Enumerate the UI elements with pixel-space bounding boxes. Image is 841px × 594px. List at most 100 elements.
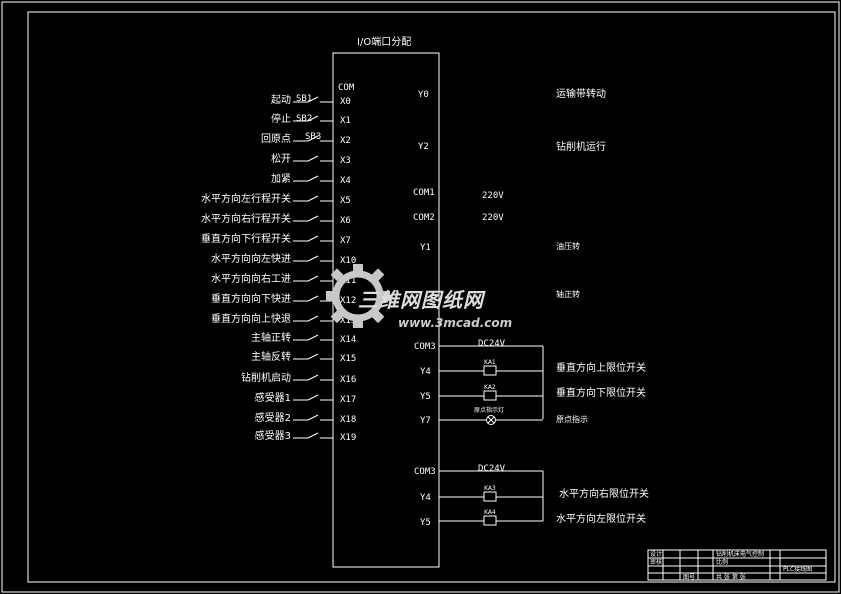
title-block-cell-sheet: 共 张 第 张 [716, 574, 746, 581]
input-label: 主轴反转 [251, 352, 291, 363]
input-wire [307, 215, 319, 222]
watermark-brand: 三维网图纸网 [358, 288, 484, 312]
relay-ka2: KA2 [484, 384, 496, 391]
input-wire [307, 235, 319, 242]
input-code: X5 [340, 196, 351, 206]
input-label: 垂直方向下行程开关 [201, 234, 291, 245]
input-wire [307, 334, 319, 341]
relay-ka4: KA4 [484, 509, 496, 516]
title-block-drawing-name: PLC接线图 [783, 566, 813, 573]
input-label: 水平方向向左快进 [211, 254, 291, 265]
input-label: 停止 [271, 114, 291, 125]
input-label: 感受器2 [254, 413, 291, 424]
title-block-cell-design: 设计 [650, 551, 663, 558]
output-label-origin: 原点指示 [556, 415, 588, 424]
output-com4: COM3 [414, 467, 436, 477]
output-y7-mid: Y7 [420, 416, 431, 426]
plc-com-label: COM [338, 83, 355, 93]
input-wire [307, 255, 319, 262]
input-label: 垂直方向向下快进 [211, 294, 291, 305]
input-code: X6 [340, 216, 351, 226]
output-y5-mid: Y5 [420, 392, 431, 402]
input-wire [307, 96, 319, 103]
input-code: X11 [340, 276, 357, 286]
dc24v-label-2: DC24V [478, 464, 506, 474]
input-code: X14 [340, 335, 357, 345]
title-block-cell-review: 审核 [650, 559, 663, 566]
output-label-v-up: 垂直方向上限位开关 [556, 363, 646, 374]
page-title: I/O端口分配 [357, 37, 412, 48]
input-label: 感受器3 [254, 431, 291, 442]
input-wire [307, 175, 319, 182]
input-code: X7 [340, 236, 351, 246]
input-wire [307, 353, 319, 360]
input-wire [307, 374, 319, 381]
output-small-1: 油压转 [556, 242, 580, 251]
input-code: X1 [340, 116, 351, 126]
input-code: X10 [340, 256, 357, 266]
output-com1: COM1 [413, 188, 435, 198]
output-label-h-right: 水平方向右限位开关 [559, 489, 649, 500]
output-y4-mid: Y4 [420, 367, 431, 377]
title-block-cell-number: 图号 [683, 574, 696, 581]
input-wire [307, 155, 319, 162]
input-label: 起动 [271, 95, 291, 106]
input-label: 主轴正转 [251, 333, 291, 344]
output-label-h-left: 水平方向左限位开关 [556, 514, 646, 525]
plc-box [332, 52, 440, 568]
input-wire [307, 295, 319, 302]
voltage-220-1: 220V [482, 191, 504, 201]
input-label: 松开 [271, 154, 291, 165]
input-code: X2 [340, 136, 351, 146]
output-y4-bottom: Y4 [420, 493, 431, 503]
input-label: 水平方向向右工进 [211, 274, 291, 285]
input-code: X17 [340, 395, 357, 405]
output-small-2: 轴正转 [556, 290, 580, 299]
switch-tag-sb2: SB2 [296, 114, 313, 124]
input-wire [307, 414, 319, 421]
input-label: 垂直方向向上快退 [211, 314, 291, 325]
input-code: X15 [340, 354, 357, 364]
input-code: X0 [340, 97, 351, 107]
input-wire [307, 275, 319, 282]
output-y5-bottom: Y5 [420, 518, 431, 528]
input-code: X18 [340, 415, 357, 425]
output-com2: COM2 [413, 213, 435, 223]
input-wire [307, 115, 319, 122]
input-code: X4 [340, 176, 351, 186]
output-label-conveyor: 运输带转动 [556, 89, 606, 100]
input-code: X12 [340, 296, 357, 306]
input-label: 水平方向右行程开关 [201, 214, 291, 225]
input-wire [307, 195, 319, 202]
input-wire [307, 394, 319, 401]
relay-ka1: KA1 [484, 359, 496, 366]
input-label: 感受器1 [254, 393, 291, 404]
switch-tag-sb1: SB1 [296, 94, 313, 104]
watermark: 三维网图纸网 www.3mcad.com [318, 258, 528, 340]
input-wire [307, 432, 319, 439]
title-block-cell-scale: 比例 [716, 559, 729, 566]
dc24v-group-2 [439, 470, 544, 526]
input-code: X13 [340, 316, 357, 326]
relay-ka3: KA3 [484, 485, 496, 492]
input-label: 回原点 [261, 134, 291, 145]
lamp-label: 原点指示灯 [474, 407, 505, 414]
gear-logo-icon [326, 264, 390, 328]
output-y0: Y0 [418, 90, 429, 100]
output-com3: COM3 [414, 342, 436, 352]
switch-tag-sb3: SB3 [305, 132, 322, 142]
title-block-lines [647, 549, 827, 581]
input-label: 钻削机启动 [241, 373, 291, 384]
input-code: X3 [340, 156, 351, 166]
title-block-project: 钻削机床电气控制 [716, 551, 765, 558]
voltage-220-2: 220V [482, 213, 504, 223]
output-label-v-down: 垂直方向下限位开关 [556, 388, 646, 399]
output-label-drill: 钻削机运行 [556, 142, 606, 153]
input-label: 水平方向左行程开关 [201, 194, 291, 205]
input-wire [307, 315, 319, 322]
inner-frame [27, 11, 836, 583]
input-wire [307, 135, 319, 142]
output-y1: Y1 [420, 243, 431, 253]
